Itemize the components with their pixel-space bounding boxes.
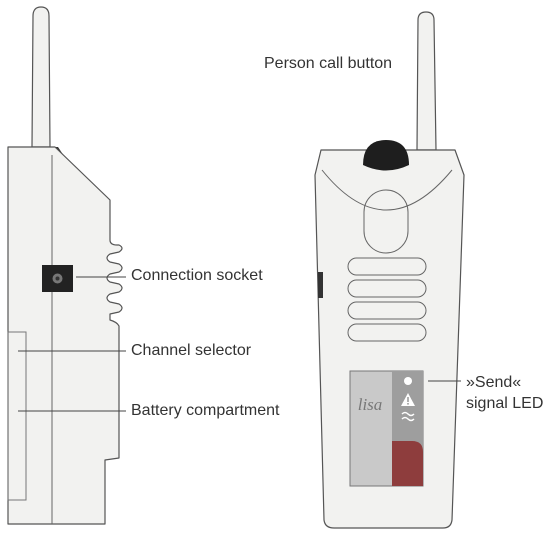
front-large-pill bbox=[363, 189, 409, 254]
grille-slot bbox=[347, 257, 427, 276]
label-send-line2: signal LED bbox=[466, 395, 544, 412]
label-connection-socket: Connection socket bbox=[131, 267, 263, 284]
label-send-signal-led: »Send« signal LED bbox=[466, 372, 543, 414]
led-indicator bbox=[404, 377, 412, 385]
front-side-notch bbox=[318, 272, 323, 298]
label-send-line1: »Send« bbox=[466, 374, 522, 391]
brand-logo: lisa bbox=[358, 395, 383, 414]
grille-slot bbox=[347, 323, 427, 342]
label-plate: lisa bbox=[349, 370, 424, 487]
front-view-device: lisa bbox=[314, 11, 465, 529]
grille-slot bbox=[347, 301, 427, 320]
side-body bbox=[7, 146, 123, 525]
label-channel-selector: Channel selector bbox=[131, 342, 252, 359]
side-view-device bbox=[7, 6, 126, 525]
wave-icon bbox=[401, 411, 415, 422]
front-arch bbox=[321, 169, 453, 211]
front-antenna bbox=[416, 11, 437, 151]
person-call-button bbox=[363, 140, 409, 171]
label-red-panel bbox=[392, 441, 423, 486]
side-antenna bbox=[31, 6, 51, 148]
grille-slot bbox=[347, 279, 427, 298]
battery-compartment-panel bbox=[7, 331, 27, 501]
label-battery-compartment: Battery compartment bbox=[131, 402, 280, 419]
label-person-call-button: Person call button bbox=[264, 55, 393, 72]
